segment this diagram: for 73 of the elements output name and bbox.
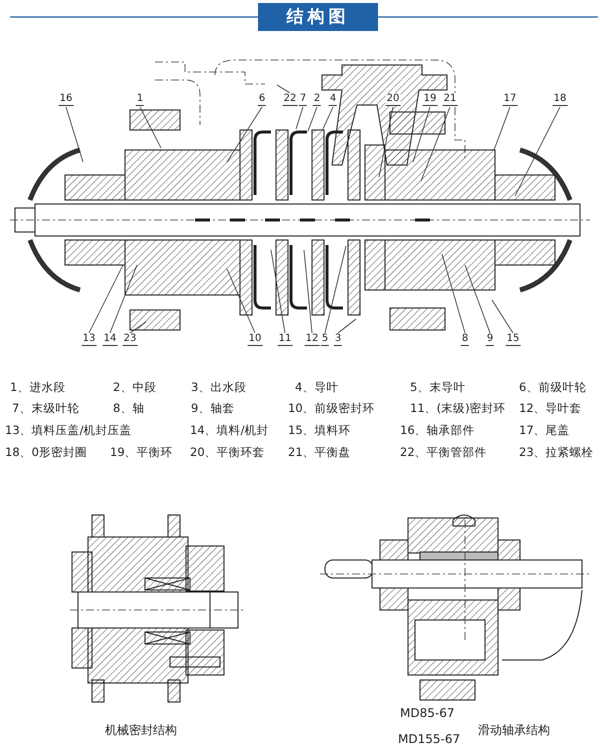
parts-list-item: 19、平衡环 xyxy=(110,445,173,459)
parts-list-item: 7、末级叶轮 xyxy=(12,401,80,415)
leader-line xyxy=(338,318,356,334)
callout-number: 20 xyxy=(386,93,400,106)
parts-list-item: 13、填料压盖/机封压盖 xyxy=(5,423,132,437)
leader-line xyxy=(88,264,124,334)
parts-list-item: 2、中段 xyxy=(113,380,156,394)
callout-number: 21 xyxy=(442,93,458,106)
callout-number: 16 xyxy=(58,93,74,106)
leader-line xyxy=(66,106,84,162)
callout-number: 17 xyxy=(502,93,518,106)
callout-number: 10 xyxy=(248,333,262,346)
callout-number: 22 xyxy=(282,93,298,106)
model-number: MD85-67 xyxy=(400,706,454,720)
parts-list-item: 5、末导叶 xyxy=(410,380,466,394)
callout-number: 12 xyxy=(304,333,320,346)
callout-number: 9 xyxy=(486,333,494,346)
parts-list-item: 18、0形密封圈 xyxy=(5,445,87,459)
caption: 滑动轴承结构 xyxy=(478,722,550,739)
leader-line xyxy=(304,250,312,334)
parts-list-item: 4、导叶 xyxy=(295,380,338,394)
parts-list-item: 22、平衡管部件 xyxy=(400,445,487,459)
callout-number: 4 xyxy=(328,93,338,106)
parts-list-item: 9、轴套 xyxy=(191,401,234,415)
parts-list-item: 11、(末级)密封环 xyxy=(410,401,506,415)
parts-list-item: 6、前级叶轮 xyxy=(519,380,586,394)
leader-line xyxy=(130,322,146,334)
leader-line xyxy=(492,300,514,334)
leader-line xyxy=(494,106,510,150)
leader-line xyxy=(296,106,304,130)
callout-number: 5 xyxy=(320,333,330,346)
leader-line xyxy=(276,84,290,94)
parts-list-item: 3、出水段 xyxy=(191,380,246,394)
leader-line xyxy=(412,106,430,162)
callout-number: 1 xyxy=(136,93,144,106)
callout-number: 8 xyxy=(460,333,470,346)
leader-line xyxy=(322,106,334,130)
leader-line xyxy=(226,268,256,334)
title-banner: 结构图 xyxy=(258,3,378,31)
leader-line xyxy=(442,254,466,334)
callout-number: 13 xyxy=(82,333,96,346)
caption: 机械密封结构 xyxy=(105,722,177,739)
parts-list-item: 14、填料/机封 xyxy=(190,423,269,437)
callout-number: 6 xyxy=(258,93,266,106)
callout-number: 2 xyxy=(312,93,322,106)
parts-list-item: 16、轴承部件 xyxy=(400,423,475,437)
parts-list-item: 1、进水段 xyxy=(10,380,66,394)
leader-line xyxy=(420,106,450,182)
leader-line xyxy=(270,250,286,334)
parts-list-item: 15、填料环 xyxy=(288,423,351,437)
callout-number: 15 xyxy=(506,333,520,346)
callout-number: 14 xyxy=(102,333,118,346)
parts-list-item: 20、平衡环套 xyxy=(190,445,265,459)
leader-line xyxy=(308,106,318,132)
callout-number: 23 xyxy=(122,333,138,346)
parts-list-item: 10、前级密封环 xyxy=(288,401,375,415)
leader-line xyxy=(514,106,560,196)
callout-number: 7 xyxy=(298,93,308,106)
leader-line xyxy=(378,106,394,178)
parts-list-item: 12、导叶套 xyxy=(519,401,582,415)
parts-list-item: 17、尾盖 xyxy=(519,423,570,437)
leader-line xyxy=(324,246,346,334)
parts-list-item: 21、平衡盘 xyxy=(288,445,351,459)
callout-number: 19 xyxy=(422,93,438,106)
model-number: MD155-67 xyxy=(398,732,460,746)
leader-line xyxy=(226,106,262,162)
parts-list-item: 23、拉紧螺栓 xyxy=(519,445,594,459)
parts-list-item: 8、轴 xyxy=(113,401,144,415)
callout-number: 11 xyxy=(278,333,292,346)
leader-line xyxy=(110,264,138,334)
callout-number: 18 xyxy=(552,93,568,106)
leader-line xyxy=(464,264,490,334)
callout-number: 3 xyxy=(334,333,342,346)
